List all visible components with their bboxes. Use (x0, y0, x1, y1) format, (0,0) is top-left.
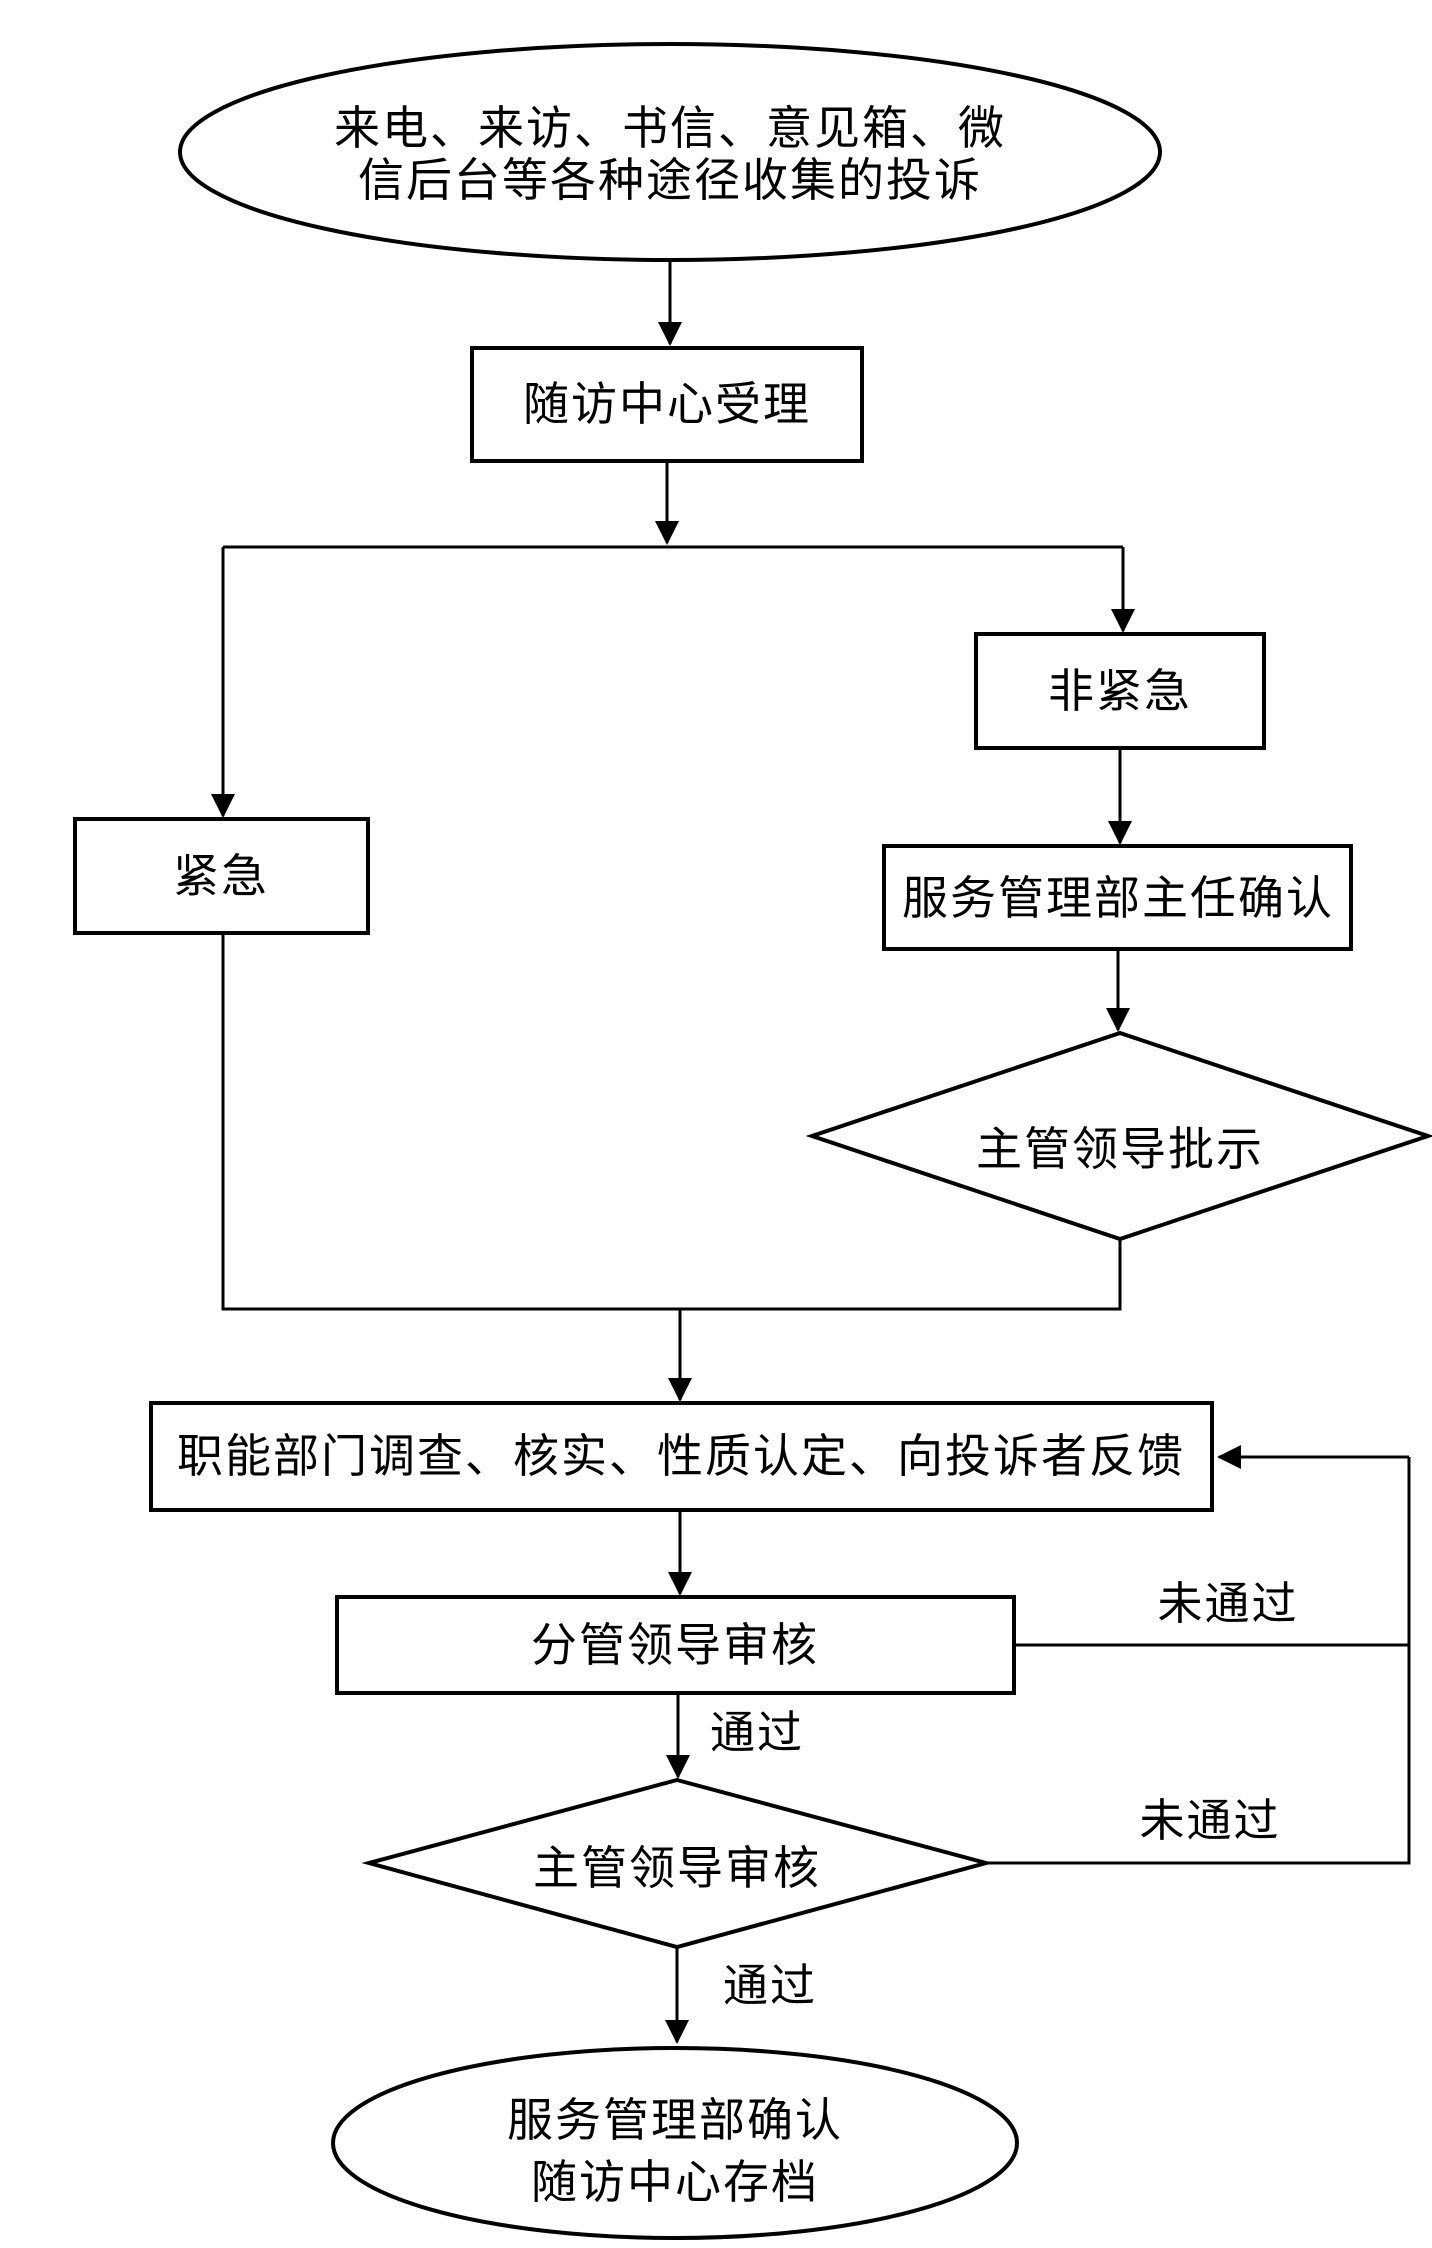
director-confirm-box-label: 服务管理部主任确认 (902, 873, 1334, 924)
investigation-box-label: 职能部门调查、核实、性质认定、向投诉者反馈 (177, 1431, 1185, 1482)
investigation-box (149, 1401, 1214, 1512)
chief-review-diamond (361, 1777, 994, 1950)
deputy-review-box (335, 1595, 1016, 1695)
connector-chief-fail (986, 1457, 1411, 1865)
connector-merge (221, 933, 1122, 1311)
accept-box (470, 346, 864, 463)
chief-review-diamond-label: 主管领导审核 (533, 1843, 821, 1894)
start-ellipse-label-line1: 来电、来访、书信、意见箱、微 (334, 103, 1006, 154)
end-ellipse-label-line1: 服务管理部确认 (507, 2095, 843, 2146)
urgent-box (73, 817, 370, 935)
end-ellipse (331, 2046, 1019, 2240)
leader-instruction-diamond-label: 主管领导批示 (976, 1124, 1264, 1175)
accept-box-label: 随访中心受理 (523, 379, 811, 430)
deputy-pass-label: 通过 (710, 1708, 804, 1758)
deputy-fail-label: 未通过 (1157, 1579, 1298, 1629)
non-urgent-box-label: 非紧急 (1048, 666, 1192, 717)
start-ellipse (178, 42, 1162, 262)
director-confirm-box (882, 844, 1353, 951)
end-ellipse-label-line2: 随访中心存档 (531, 2157, 819, 2208)
deputy-review-box-label: 分管领导审核 (531, 1620, 819, 1671)
urgent-box-label: 紧急 (173, 851, 269, 902)
leader-instruction-diamond (805, 1030, 1432, 1242)
chief-pass-label: 通过 (723, 1961, 817, 2011)
chief-fail-label: 未通过 (1139, 1796, 1280, 1846)
non-urgent-box (974, 632, 1266, 750)
start-ellipse-label-line2: 信后台等各种途径收集的投诉 (358, 155, 982, 206)
